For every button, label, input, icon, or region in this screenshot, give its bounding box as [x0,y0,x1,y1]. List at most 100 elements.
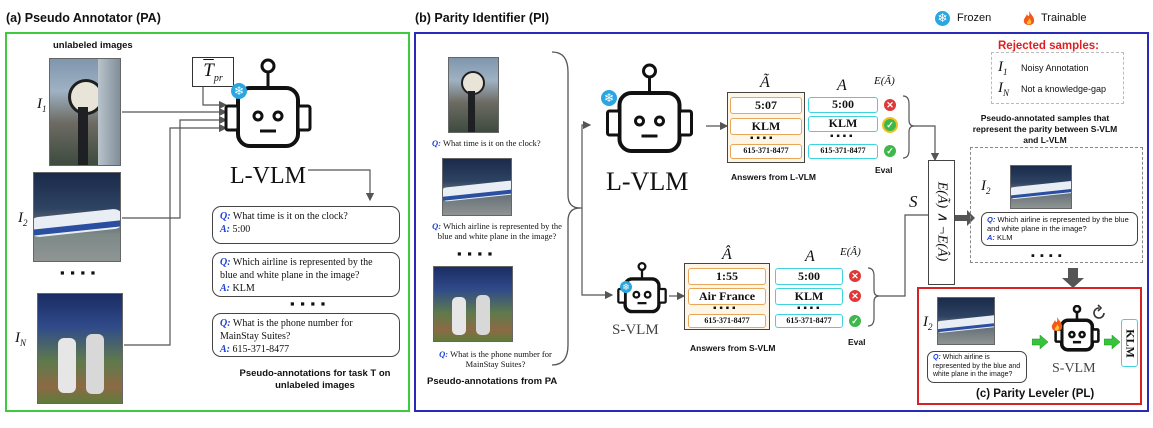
pl-i-label: I2 [923,314,933,332]
formula: E(Ã) ∧ ¬E(Â) [934,181,950,262]
snowflake-icon: ❄ [231,83,247,99]
l-gt-3: 615-371-8477 [808,144,878,159]
pi-caption-2: Q: Which airline is represented by the b… [432,221,562,241]
clock-image [49,58,121,166]
pa-qa-2: Q: Which airline is represented by the b… [212,252,400,297]
e-ahat-label: E(Â) [840,246,861,258]
rejected-in: IN [998,80,1010,98]
snowflake-icon: ❄ [601,90,617,106]
rejected-text-2: Not a knowledge-gap [1021,84,1107,94]
l-vlm-robot-icon [224,58,312,148]
plane-image [937,297,995,345]
cross-icon: ✕ [849,270,861,282]
rejected-text-1: Noisy Annotation [1021,63,1089,73]
cross-icon: ✕ [849,290,861,302]
atilde-label: Ã [760,74,770,91]
l-answer-2: KLM [730,118,802,135]
plane-image [442,158,512,216]
parity-caption: Pseudo-annotated samples that represent … [972,113,1118,145]
rejected-title: Rejected samples: [998,40,1099,52]
pl-output-box [1121,319,1138,367]
pi-title: (b) Parity Identifier (PI) [415,11,550,25]
pa-arrows [122,87,375,346]
eval-label-bottom: Eval [848,337,866,347]
s-label: S [909,192,918,211]
pi-lvlm-label: L-VLM [606,167,689,196]
l-vlm-robot-icon [606,63,693,153]
plane-image [1010,165,1072,209]
l-gt-dots: ▪ ▪ ▪ ▪ [830,131,853,142]
pa-qa-dots: ▪ ▪ ▪ ▪ [290,296,327,311]
trainable-label: Trainable [1041,12,1087,24]
check-icon: ✓ [849,315,861,327]
eval-label-top: Eval [875,165,893,175]
green-arrow-icon [1032,335,1048,349]
baseball-image [37,293,123,404]
a-label-top: A [837,77,847,94]
cross-icon: ✕ [884,99,896,111]
ahat-label: Â [722,246,732,263]
pa-model-label: L-VLM [230,163,306,189]
pi-caption-1: Q: What time is it on the clock? [432,138,541,148]
s-gt-dots: ▪ ▪ ▪ ▪ [797,303,820,314]
s-gt-2: KLM [775,288,843,305]
l-gt-1: 5:00 [808,97,878,113]
green-arrow-icon [1104,335,1120,349]
pi-panel [414,32,1149,412]
plane-image [33,172,121,262]
answers-from-l: Answers from L-VLM [731,172,817,182]
rejected-box [991,52,1124,104]
s-answer-dots: ▪ ▪ ▪ ▪ [713,303,736,314]
a-label-bottom: A [805,248,815,265]
pi-svlm-label: S-VLM [612,322,659,338]
pl-panel [917,287,1142,405]
s-gt-3: 615-371-8477 [775,314,843,328]
i2-label: I2 [18,210,28,228]
check-icon: ✓ [884,119,896,131]
pa-qa-1: Q: What time is it on the clock? A: 5:00 [212,206,400,244]
pi-image-dots: ▪ ▪ ▪ ▪ [457,246,494,261]
refresh-icon [1093,304,1105,319]
i1-label: I1 [37,96,47,114]
l-answer-3: 615-371-8477 [730,144,802,159]
pa-panel [5,32,410,412]
rejected-i1: I1 [998,59,1008,77]
e-atilde-label: E(Ã) [874,75,895,87]
s-vlm-robot-icon [617,262,667,314]
snowflake-icon: ❄ [935,11,950,26]
pi-caption-3: Q: What is the phone number for MainStay… [439,349,552,369]
formula-box [928,160,955,285]
s-vlm-robot-icon [1054,305,1100,352]
frozen-label: Frozen [957,12,992,24]
l-gt-2: KLM [808,116,878,132]
l-answer-1: 5:07 [730,97,802,114]
pa-qa-3: Q: What is the phone number for MainStay… [212,313,400,357]
s-gt-1: 5:00 [775,268,843,285]
parity-sample-box [970,147,1143,263]
snowflake-icon: ❄ [620,281,632,293]
in-label: IN [15,330,27,348]
s-answer-2: Air France [688,288,766,305]
answers-from-s: Answers from S-VLM [690,343,776,353]
l-answer-dots: ▪ ▪ ▪ ▪ [750,133,773,144]
flame-icon [1023,11,1035,25]
baseball-image [433,266,513,342]
unlabeled-label: unlabeled images [53,40,133,51]
check-icon: ✓ [884,145,896,157]
pl-question: Q: Which airline is represented by the b… [927,351,1027,383]
legend: ❄ Frozen Trainable [935,10,1150,30]
pa-caption: Pseudo-annotations for task T on unlabel… [239,368,391,391]
clock-image [448,57,499,133]
flame-icon [1051,317,1063,331]
pa-image-dots: ▪ ▪ ▪ ▪ [60,265,97,280]
parity-qa: Q: Which airline is represented by the b… [981,212,1138,246]
pi-from-pa: Pseudo-annotations from PA [427,376,558,387]
s-answer-3: 615-371-8477 [688,314,766,328]
parity-dots: ▪ ▪ ▪ ▪ [1031,250,1063,262]
pl-model-label: S-VLM [1052,361,1096,376]
s-answer-1: 1:55 [688,268,766,285]
pl-title: (c) Parity Leveler (PL) [976,388,1095,400]
pl-output: KLM [1123,329,1138,358]
pa-title: (a) Pseudo Annotator (PA) [6,11,161,25]
parity-i-label: I2 [981,178,991,196]
